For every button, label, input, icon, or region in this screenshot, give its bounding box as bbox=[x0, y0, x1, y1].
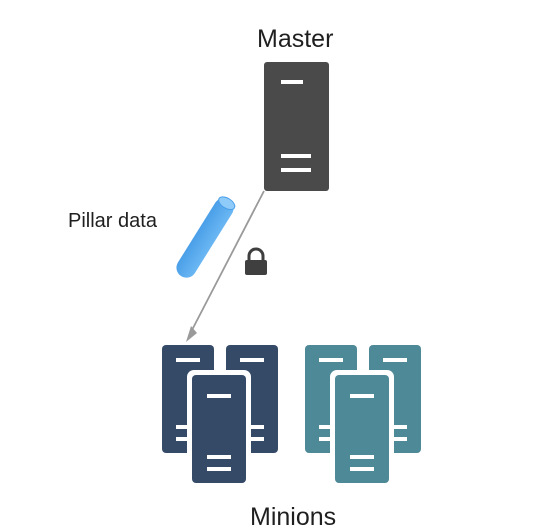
minion-server-icon bbox=[187, 370, 251, 487]
master-server-icon bbox=[264, 62, 329, 191]
pillar-data-label: Pillar data bbox=[68, 210, 157, 232]
minion-server-icon bbox=[330, 370, 394, 487]
pillar-data-cylinder-icon bbox=[176, 196, 236, 278]
minion-cluster-left bbox=[162, 345, 278, 487]
minion-cluster-right bbox=[305, 345, 421, 487]
lock-icon bbox=[245, 247, 267, 275]
master-to-minions-arrow bbox=[186, 190, 265, 342]
master-label: Master bbox=[257, 25, 334, 53]
minions-label: Minions bbox=[250, 503, 337, 531]
